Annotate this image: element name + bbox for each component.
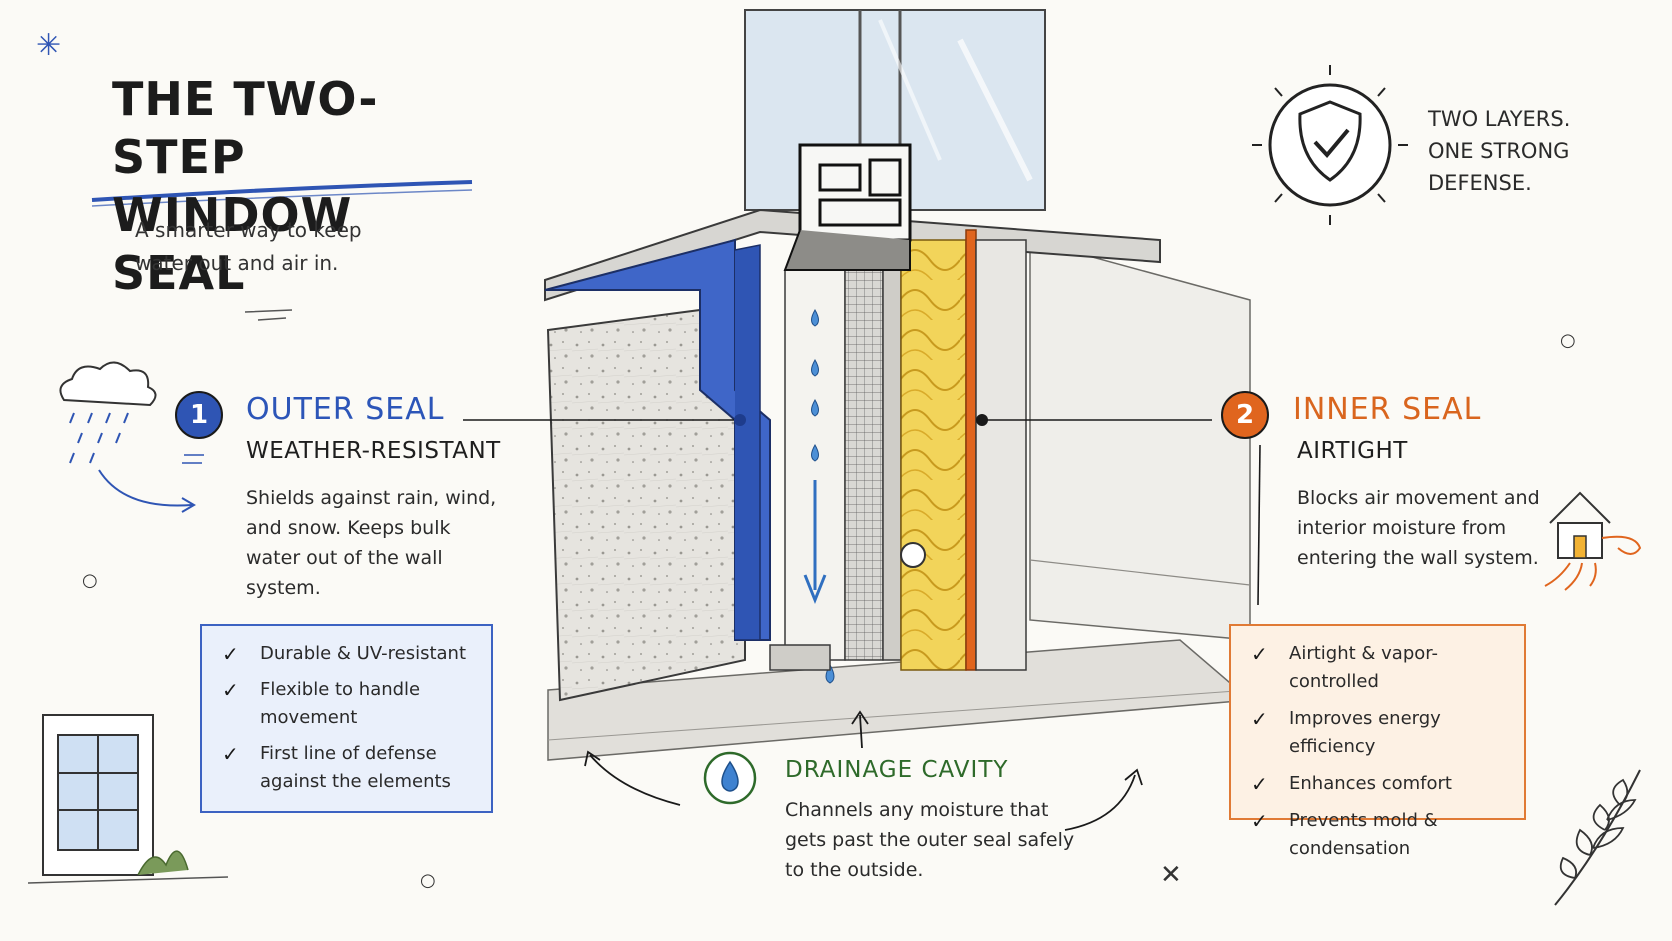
drainage-cavity-heading: DRAINAGE CAVITY — [785, 757, 1009, 783]
rain-cloud-icon — [59, 361, 204, 513]
page-subtitle: A smarter way to keep water out and air … — [135, 218, 362, 275]
list-item: ✓Airtight & vapor-controlled — [1251, 640, 1514, 696]
inner-seal-subheading: AIRTIGHT — [1297, 438, 1408, 464]
checkmark-icon: ✓ — [1251, 772, 1268, 796]
tagline: Two layers. One strong defense. — [1428, 107, 1571, 195]
list-item: ✓First line of defense against the eleme… — [222, 740, 481, 796]
checkmark-icon: ✓ — [222, 678, 239, 702]
checkmark-icon: ✓ — [222, 642, 239, 666]
list-item: ✓Enhances comfort — [1251, 772, 1452, 796]
list-item: ✓Improves energy efficiency — [1251, 705, 1514, 761]
inner-seal-benefits-box: ✓Airtight & vapor-controlled ✓Improves e… — [1229, 624, 1526, 859]
list-item: ✓Flexible to handle movement — [222, 676, 481, 732]
checkmark-icon: ✓ — [1251, 642, 1268, 666]
plant-sprig-icon — [1554, 769, 1641, 906]
title-line-2: Window Seal — [112, 188, 353, 300]
circle-doodle-icon: ○ — [82, 570, 98, 591]
inner-seal-number-badge: 2 — [1221, 391, 1269, 439]
outer-seal-description: Shields against rain, wind, and snow. Ke… — [246, 487, 497, 599]
outer-seal-heading: OUTER SEAL — [246, 392, 445, 427]
inner-seal-description: Blocks air movement and interior moistur… — [1297, 487, 1540, 569]
shield-check-icon — [1252, 65, 1408, 225]
outer-seal-number-badge: 1 — [175, 391, 223, 439]
window-sketch-icon — [28, 714, 228, 884]
list-item: ✓Durable & UV-resistant — [222, 642, 466, 666]
checkmark-icon: ✓ — [222, 742, 239, 766]
drainage-cavity-description: Channels any moisture that gets past the… — [785, 799, 1075, 881]
circle-doodle-icon: ○ — [420, 870, 436, 891]
close-mark-icon: ✕ — [1160, 860, 1182, 890]
house-wind-icon — [1544, 491, 1642, 591]
asterisk-icon: ✳ — [36, 28, 62, 63]
water-drop-icon — [703, 751, 757, 805]
checkmark-icon: ✓ — [1251, 809, 1268, 833]
outer-seal-subheading: WEATHER-RESISTANT — [246, 438, 501, 464]
list-item: ✓Prevents mold & condensation — [1251, 807, 1514, 863]
page-title: The Two-Step Window Seal — [112, 70, 492, 302]
inner-seal-heading: INNER SEAL — [1293, 392, 1482, 427]
circle-doodle-icon: ○ — [1560, 330, 1576, 351]
outer-seal-benefits-box: ✓Durable & UV-resistant ✓Flexible to han… — [200, 624, 493, 813]
checkmark-icon: ✓ — [1251, 707, 1268, 731]
title-line-1: The Two-Step — [112, 72, 379, 184]
